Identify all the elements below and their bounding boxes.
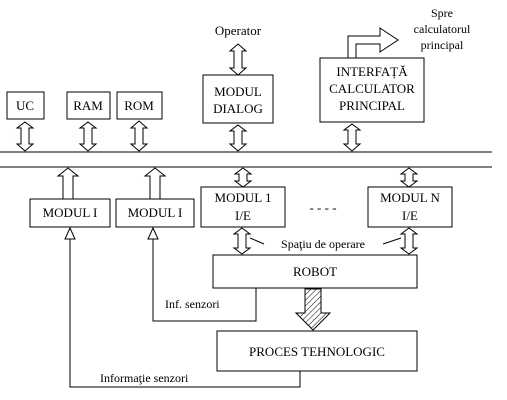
interfata-label-1: INTERFAȚĂ <box>336 64 408 79</box>
modul-i-b-label: MODUL I <box>128 205 183 220</box>
proces-box <box>216 330 418 372</box>
modul-i-a-box <box>29 198 111 228</box>
spre-label-2: calculatorul <box>414 22 471 36</box>
inf-senzori-line <box>152 238 257 322</box>
interfata-label-2: CALCULATOR <box>329 81 415 96</box>
uc-bus-arrow <box>15 121 35 152</box>
interfata-box <box>319 57 425 123</box>
modul-dialog-label-1: MODUL <box>214 84 262 99</box>
uc-box <box>6 91 45 120</box>
dots-separator: - - - - <box>309 200 336 215</box>
rom-label: ROM <box>124 98 154 113</box>
spre-label-3: principal <box>421 38 464 52</box>
informatie-senzori-arrowhead <box>64 226 76 240</box>
modul-1-ie-box <box>200 186 286 228</box>
modul-n-ie-label-2: I/E <box>402 208 418 223</box>
modul-i-b-box <box>115 198 195 228</box>
proces-label: PROCES TEHNOLOGIC <box>249 344 385 359</box>
spatiu-label: Spaţiu de operare <box>281 237 365 251</box>
informatie-senzori-label: Informaţie senzori <box>100 371 189 385</box>
ram-box <box>66 91 111 120</box>
informatie-senzori-line <box>69 238 301 388</box>
spatiu-pointer-left <box>249 237 265 245</box>
rom-box <box>116 91 163 120</box>
modul-1-ie-label-1: MODUL 1 <box>215 190 272 205</box>
modul-n-ie-label-1: MODUL N <box>380 190 440 205</box>
uc-label: UC <box>16 98 34 113</box>
dialog-bus-arrow <box>228 124 248 152</box>
robot-label: ROBOT <box>293 264 337 279</box>
robot-box <box>212 254 418 289</box>
spre-calculator-arrow <box>347 27 399 59</box>
modul-i-a-label: MODUL I <box>43 205 98 220</box>
interfata-label-3: PRINCIPAL <box>339 98 405 113</box>
inf-senzori-label: Inf. senzori <box>165 297 220 311</box>
modul-1-ie-label-2: I/E <box>235 208 251 223</box>
operator-arrow <box>228 43 248 76</box>
operator-label: Operator <box>215 23 262 38</box>
ram-bus-arrow <box>78 121 98 152</box>
spre-label-1: Spre <box>431 6 453 20</box>
spatiu-pointer-right <box>382 237 402 245</box>
modul-n-robot-arrow <box>399 227 419 255</box>
modul-dialog-box <box>202 74 274 124</box>
inf-senzori-arrowhead <box>147 226 159 240</box>
modul-1-ie-bus-arrow <box>233 167 253 188</box>
modul-n-ie-box <box>367 186 453 228</box>
modul-1-robot-arrow <box>232 227 252 255</box>
robot-proces-arrow <box>294 288 332 331</box>
modul-dialog-label-2: DIALOG <box>213 101 263 116</box>
ram-label: RAM <box>73 98 103 113</box>
modul-n-ie-bus-arrow <box>399 167 419 188</box>
rom-bus-arrow <box>129 120 149 152</box>
modul-i-b-bus-arrow <box>143 167 167 200</box>
modul-i-a-bus-arrow <box>56 167 80 200</box>
interfata-bus-arrow <box>342 123 362 152</box>
